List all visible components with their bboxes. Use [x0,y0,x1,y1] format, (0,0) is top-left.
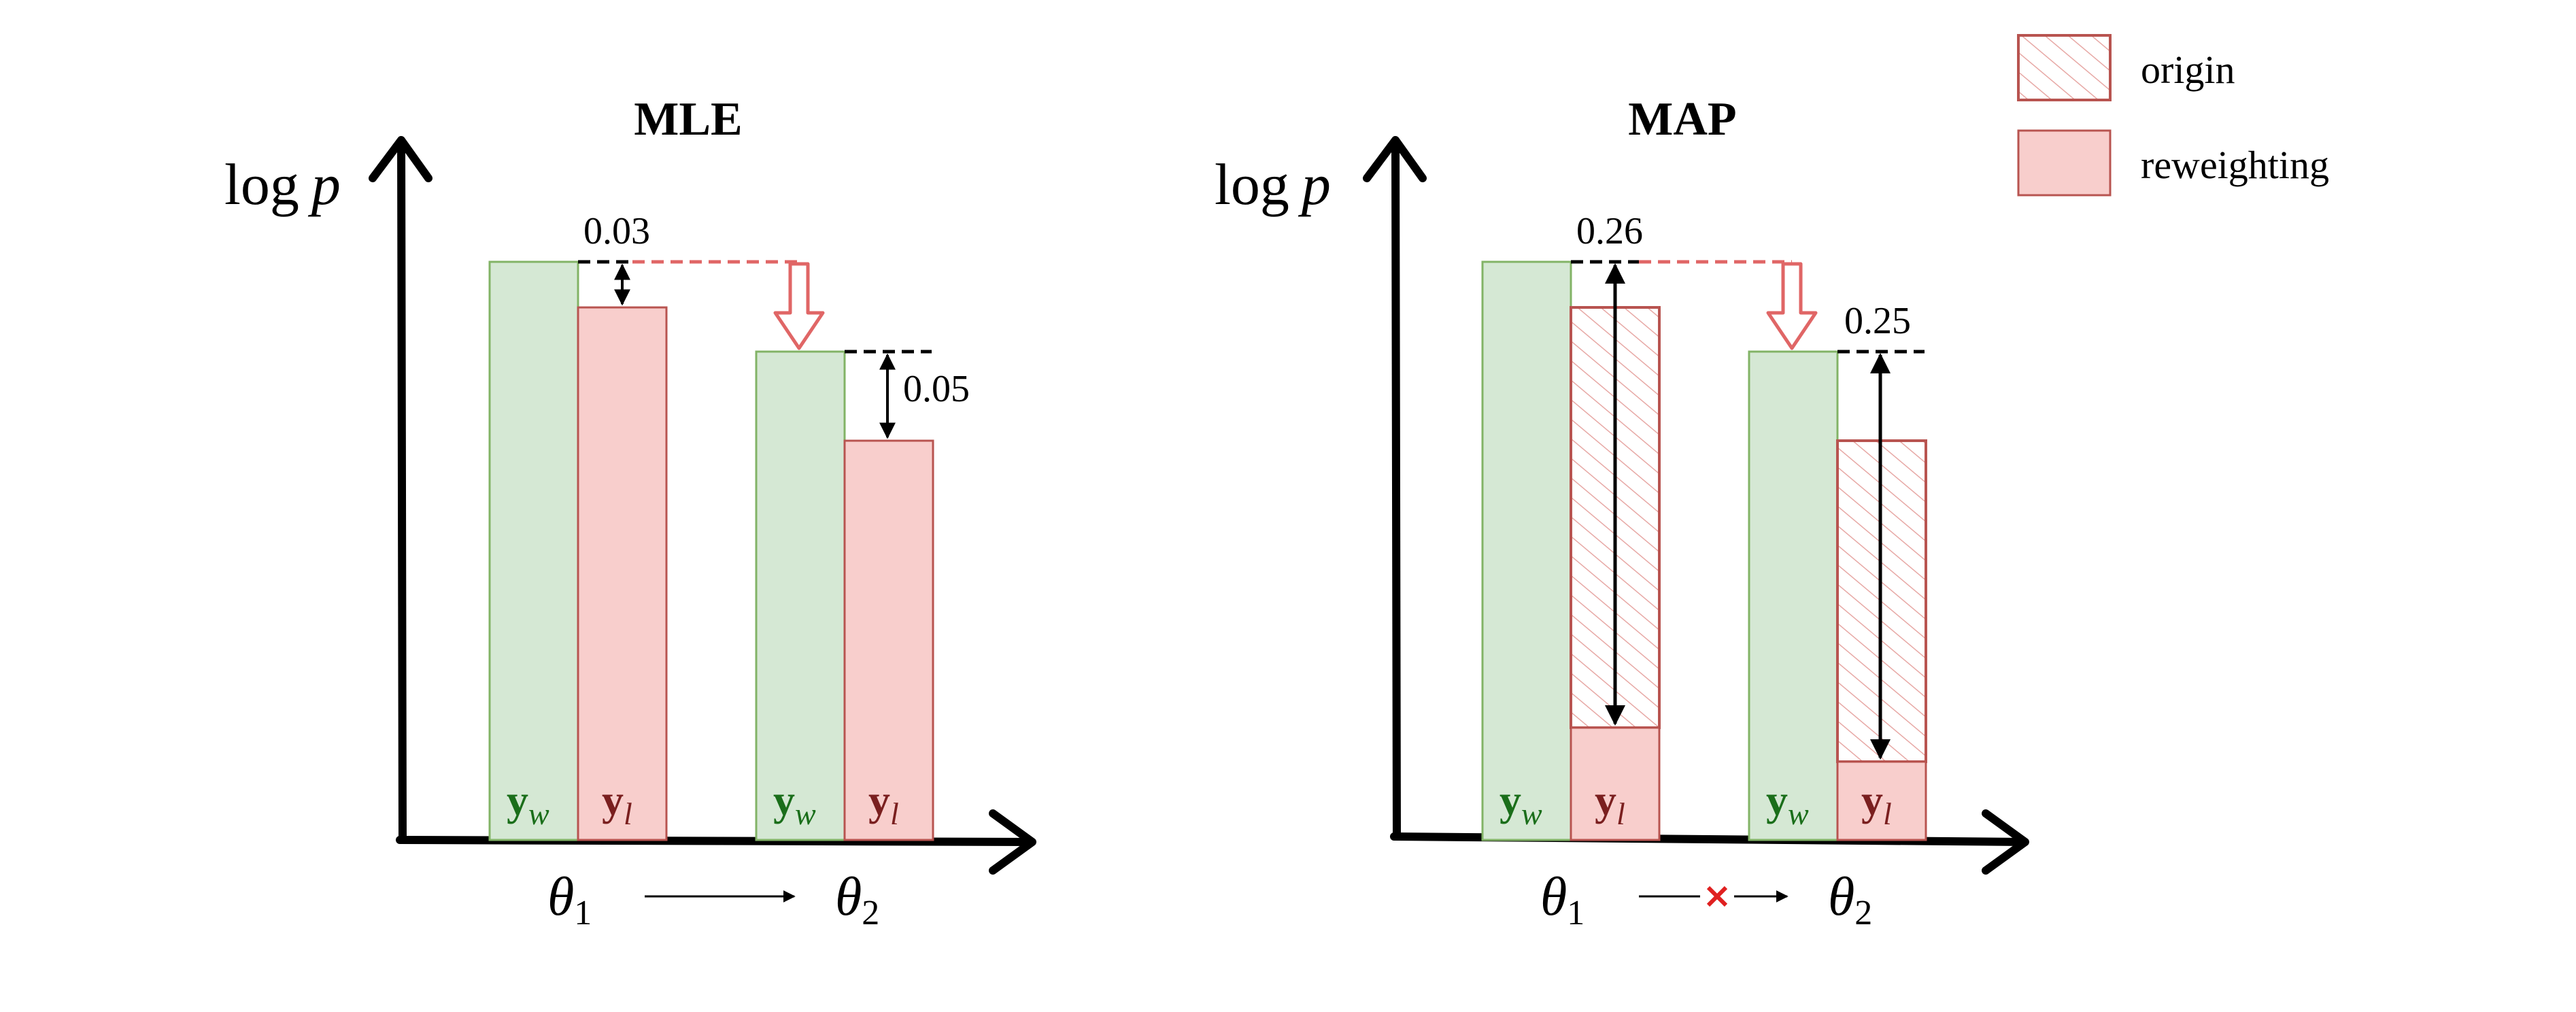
legend-origin-swatch [2017,34,2112,101]
map-bar-yl-theta1-reweighted [1570,726,1661,841]
legend-reweighting-swatch [2017,129,2112,197]
map-y-axis [1391,137,1401,841]
map-yw-theta2-label: yw [1766,776,1809,831]
mle-title: MLE [634,93,742,146]
mle-yl-theta2-label: yl [868,776,899,831]
mle-theta1-label: θ1 [547,867,592,932]
map-gap-theta1-value: 0.26 [1576,210,1643,252]
map-yl-theta2-label: yl [1861,776,1892,831]
map-title: MAP [1628,93,1736,146]
map-bar-yw-theta1 [1481,260,1572,841]
map-yw-theta1-label: yw [1499,776,1542,831]
mle-bar-yw-theta1 [488,260,579,841]
mle-yl-theta1-label: yl [602,776,632,831]
mle-yw-theta1-label: yw [507,776,549,831]
map-shift-down-arrow-icon [1766,262,1818,350]
legend-reweighting-label: reweighting [2141,143,2329,187]
mle-yw-theta2-label: yw [773,776,816,831]
mle-theta2-label: θ2 [835,867,879,932]
map-gap-theta2-value: 0.25 [1844,300,1911,342]
map-yl-theta1-label: yl [1595,776,1625,831]
map-bar-yw-theta2 [1748,350,1839,841]
map-y-axis-arrowhead [1363,136,1427,182]
mle-gap-theta2-value: 0.05 [903,368,970,410]
map-theta1-label: θ1 [1540,867,1584,932]
map-bar-yl-theta2-reweighted [1836,760,1927,841]
legend: origin reweighting [2017,34,2329,197]
mle-gap-theta1-value: 0.03 [583,210,650,252]
mle-x-axis-arrowhead [989,809,1036,875]
mle-shift-down-arrow-icon [773,262,825,350]
legend-origin-label: origin [2141,48,2235,92]
mle-bar-yl-theta1 [577,306,668,841]
cross-icon [1706,885,1728,907]
mle-bar-yl-theta2 [843,439,934,841]
mle-y-axis [397,137,407,844]
mle-y-axis-arrowhead [369,136,433,182]
map-theta2-label: θ2 [1828,867,1872,932]
map-x-axis-arrowhead [1982,809,2029,875]
mle-bar-yw-theta2 [755,350,846,841]
